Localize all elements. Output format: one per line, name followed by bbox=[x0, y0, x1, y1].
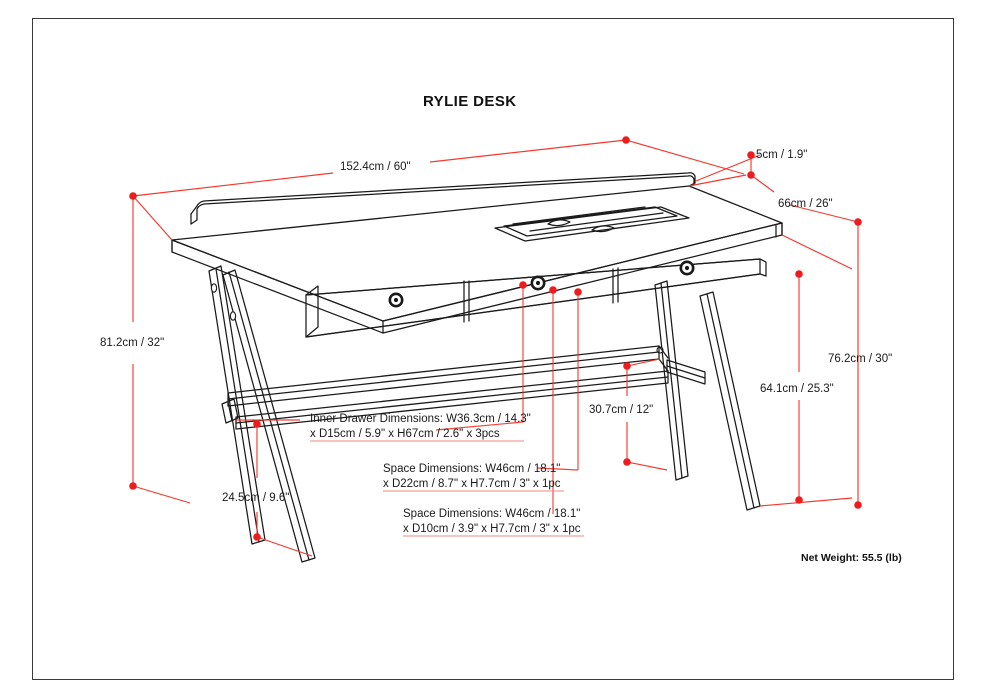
dimline-shelf-height bbox=[256, 424, 313, 557]
dimline-overall-height bbox=[132, 195, 191, 504]
grommet-left bbox=[547, 219, 571, 227]
annotation-space-d10-line1: Space Dimensions: W46cm / 18.1" bbox=[403, 508, 580, 520]
dimline-overall-depth bbox=[750, 174, 859, 223]
annotation-space-d22-line1: Space Dimensions: W46cm / 18.1" bbox=[383, 463, 560, 475]
dimline-backrail-height bbox=[688, 154, 761, 187]
annotation-inner-drawer-line2: x D15cm / 5.9" x H67cm / 2.6" x 3pcs bbox=[310, 428, 500, 440]
dimension-endpoints bbox=[129, 136, 862, 541]
annotation-space-d22-line2: x D22cm / 8.7" x H7.7cm / 3" x 1pc bbox=[383, 478, 561, 490]
annotation-inner-drawer-line1: Inner Drawer Dimensions: W36.3cm / 14.3" bbox=[310, 413, 531, 425]
dimension-backrail-height: 5cm / 1.9" bbox=[756, 149, 807, 161]
drawer-knobs bbox=[388, 260, 695, 308]
desk-top-surface bbox=[171, 185, 783, 334]
dimension-overall-height: 81.2cm / 32" bbox=[100, 337, 164, 349]
dimension-overall-depth: 66cm / 26" bbox=[778, 198, 833, 210]
dimline-overall-width bbox=[132, 139, 745, 197]
drawer-bank bbox=[305, 258, 767, 338]
annotation-inner-drawer: Inner Drawer Dimensions: W36.3cm / 14.3"… bbox=[310, 413, 531, 442]
grommet-right bbox=[591, 225, 615, 233]
dimension-shelf-height: 24.5cm / 9.6" bbox=[222, 492, 289, 504]
dimension-labels: 152.4cm / 60" 5cm / 1.9" 66cm / 26" 81.2… bbox=[100, 149, 892, 504]
page-title: RYLIE DESK bbox=[423, 93, 516, 110]
annotation-space-d10: Space Dimensions: W46cm / 18.1" x D10cm … bbox=[403, 508, 584, 537]
cable-cutout bbox=[494, 206, 690, 242]
stretcher-bars bbox=[227, 345, 669, 430]
leg-assembly-right bbox=[654, 280, 761, 511]
dimension-leg-clearance: 30.7cm / 12" bbox=[589, 404, 653, 416]
drawing-border-frame bbox=[32, 18, 954, 680]
dimension-overall-width: 152.4cm / 60" bbox=[340, 161, 411, 173]
dimension-lines bbox=[132, 139, 859, 557]
annotation-leaders bbox=[236, 285, 579, 514]
desk-back-rail bbox=[190, 172, 696, 225]
dimline-desktop-height bbox=[759, 222, 859, 507]
dimension-clearance-height: 64.1cm / 25.3" bbox=[760, 383, 834, 395]
annotation-space-d22: Space Dimensions: W46cm / 18.1" x D22cm … bbox=[383, 463, 564, 492]
net-weight-label: Net Weight: 55.5 (lb) bbox=[801, 552, 902, 564]
dimension-desktop-height: 76.2cm / 30" bbox=[828, 353, 892, 365]
annotation-space-d10-line2: x D10cm / 3.9" x H7.7cm / 3" x 1pc bbox=[403, 523, 581, 535]
dimline-leg-clearance bbox=[626, 358, 668, 471]
